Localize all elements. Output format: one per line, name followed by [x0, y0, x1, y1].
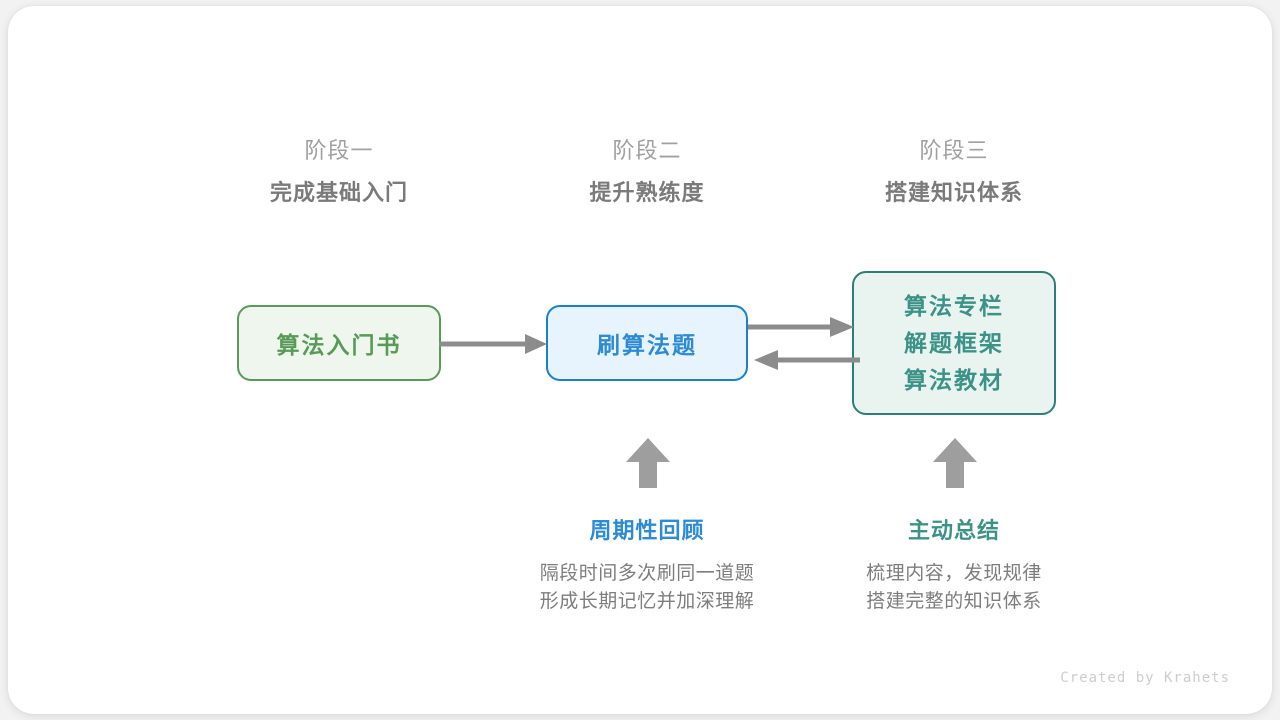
page-card: 阶段一 完成基础入门 阶段二 提升熟练度 阶段三 搭建知识体系 算法入门书 刷算…	[8, 6, 1272, 714]
node-practice-problems[interactable]: 刷算法题	[546, 305, 748, 381]
note-line: 隔段时间多次刷同一道题	[539, 563, 755, 584]
arrow-book-to-practice	[439, 334, 547, 354]
node-knowledge-resources[interactable]: 算法专栏 解题框架 算法教材	[852, 271, 1056, 415]
stage-title-2: 提升熟练度	[589, 180, 705, 205]
node-label-knowledge-2: 解题框架	[904, 329, 1004, 356]
stage-title-3: 搭建知识体系	[884, 180, 1023, 205]
stage-label-3: 阶段三	[919, 138, 989, 163]
note-body-active-summary: 梳理内容，发现规律 搭建完整的知识体系	[804, 560, 1104, 616]
note-title-periodic-review: 周期性回顾	[589, 518, 705, 543]
arrow-knowledge-to-practice	[754, 350, 860, 370]
note-periodic-review: 周期性回顾 隔段时间多次刷同一道题 形成长期记忆并加深理解	[497, 516, 797, 616]
stage-header-1: 阶段一 完成基础入门	[209, 136, 469, 210]
note-line: 形成长期记忆并加深理解	[539, 591, 755, 612]
note-title-active-summary: 主动总结	[907, 518, 1000, 543]
stage-label-1: 阶段一	[304, 138, 374, 163]
stage-title-1: 完成基础入门	[269, 180, 408, 205]
note-body-periodic-review: 隔段时间多次刷同一道题 形成长期记忆并加深理解	[497, 560, 797, 616]
up-arrow-review-icon	[626, 438, 670, 488]
note-line: 梳理内容，发现规律	[866, 563, 1042, 584]
node-label-book: 算法入门书	[276, 332, 402, 358]
stage-header-3: 阶段三 搭建知识体系	[824, 136, 1084, 210]
credit-text: Created by Krahets	[1060, 670, 1230, 686]
stage-header-2: 阶段二 提升熟练度	[517, 136, 777, 210]
node-label-knowledge-1: 算法专栏	[904, 292, 1004, 319]
node-label-knowledge-3: 算法教材	[904, 366, 1004, 393]
up-arrow-summary-icon	[933, 438, 977, 488]
arrow-practice-to-knowledge	[748, 317, 854, 337]
node-algorithm-intro-book[interactable]: 算法入门书	[237, 305, 441, 381]
note-active-summary: 主动总结 梳理内容，发现规律 搭建完整的知识体系	[804, 516, 1104, 616]
note-line: 搭建完整的知识体系	[866, 591, 1042, 612]
node-label-practice: 刷算法题	[597, 332, 697, 358]
stage-label-2: 阶段二	[612, 138, 682, 163]
